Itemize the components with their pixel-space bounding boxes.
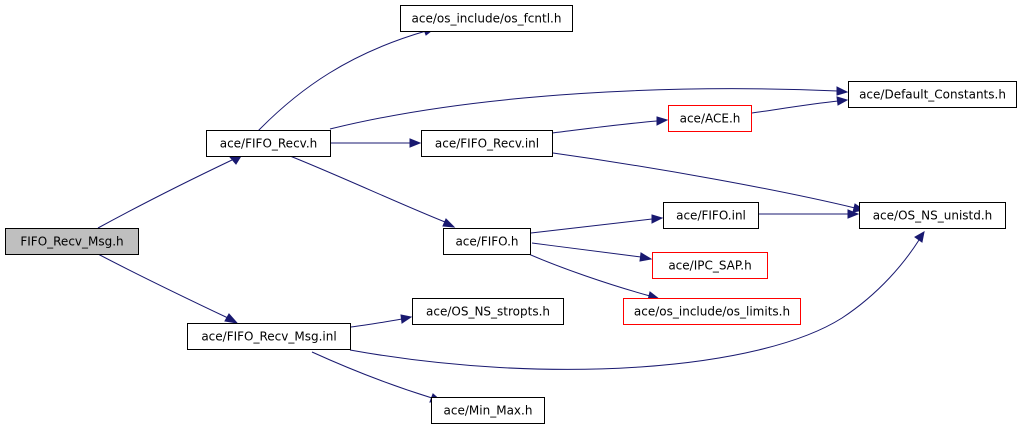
node-label: ace/FIFO_Recv_Msg.inl [201, 330, 336, 344]
node-label: ace/Default_Constants.h [859, 88, 1006, 102]
node-fifo-recv-msg-inl[interactable]: ace/FIFO_Recv_Msg.inl [187, 323, 351, 350]
node-min-max-h[interactable]: ace/Min_Max.h [431, 397, 545, 424]
node-label: FIFO_Recv_Msg.h [20, 235, 123, 249]
node-fifo-recv-msg-h: FIFO_Recv_Msg.h [5, 228, 139, 255]
node-label: ace/Min_Max.h [444, 404, 533, 418]
node-label: ace/IPC_SAP.h [668, 259, 751, 273]
edge-fifo-recv-msg-inl-to-os-ns-unistd-h [349, 231, 925, 370]
node-label: ace/FIFO_Recv.inl [435, 137, 539, 151]
node-default-constants-h[interactable]: ace/Default_Constants.h [848, 81, 1017, 108]
node-fifo-h[interactable]: ace/FIFO.h [443, 228, 531, 255]
edge-fifo-recv-h-to-default-constants-h [329, 86, 849, 130]
node-label: ace/OS_NS_stropts.h [426, 305, 550, 319]
node-label: ace/os_include/os_fcntl.h [412, 12, 562, 26]
edge-fifo-recv-h-to-os-fcntl-h [257, 26, 437, 132]
node-os-ns-unistd-h[interactable]: ace/OS_NS_unistd.h [859, 202, 1006, 229]
edge-ace-h-to-default-constants-h [751, 96, 849, 114]
node-os-ns-stropts-h[interactable]: ace/OS_NS_stropts.h [412, 298, 564, 325]
edge-fifo-recv-msg-h-to-fifo-recv-msg-inl [97, 253, 239, 324]
edge-fifo-h-to-fifo-inl [530, 214, 664, 234]
node-fifo-inl[interactable]: ace/FIFO.inl [663, 202, 759, 229]
edge-fifo-recv-msg-inl-to-min-max-h [311, 351, 443, 403]
node-ace-h[interactable]: ace/ACE.h [668, 105, 752, 132]
node-label: ace/FIFO_Recv.h [220, 137, 318, 151]
edge-fifo-recv-h-to-fifo-h [289, 155, 456, 228]
edge-fifo-recv-msg-inl-to-os-ns-stropts-h [350, 314, 413, 328]
edge-fifo-h-to-ipc-sap-h [531, 242, 653, 262]
node-label: ace/ACE.h [680, 112, 741, 126]
node-os-limits-h[interactable]: ace/os_include/os_limits.h [623, 298, 801, 325]
node-label: ace/OS_NS_unistd.h [873, 209, 993, 223]
edge-fifo-recv-msg-h-to-fifo-recv-h [97, 155, 242, 229]
edge-fifo-h-to-os-limits-h [523, 251, 661, 301]
node-ipc-sap-h[interactable]: ace/IPC_SAP.h [652, 252, 768, 279]
node-fifo-recv-h[interactable]: ace/FIFO_Recv.h [206, 130, 331, 157]
node-label: ace/FIFO.inl [676, 209, 746, 223]
edge-fifo-inl-to-os-ns-unistd-h [758, 209, 860, 219]
node-fifo-recv-inl[interactable]: ace/FIFO_Recv.inl [421, 130, 553, 157]
node-os-fcntl-h[interactable]: ace/os_include/os_fcntl.h [400, 5, 573, 32]
edge-fifo-recv-h-to-fifo-recv-inl [331, 138, 422, 148]
node-label: ace/FIFO.h [455, 235, 518, 249]
node-label: ace/os_include/os_limits.h [634, 305, 790, 319]
edge-fifo-recv-inl-to-ace-h [551, 116, 669, 134]
